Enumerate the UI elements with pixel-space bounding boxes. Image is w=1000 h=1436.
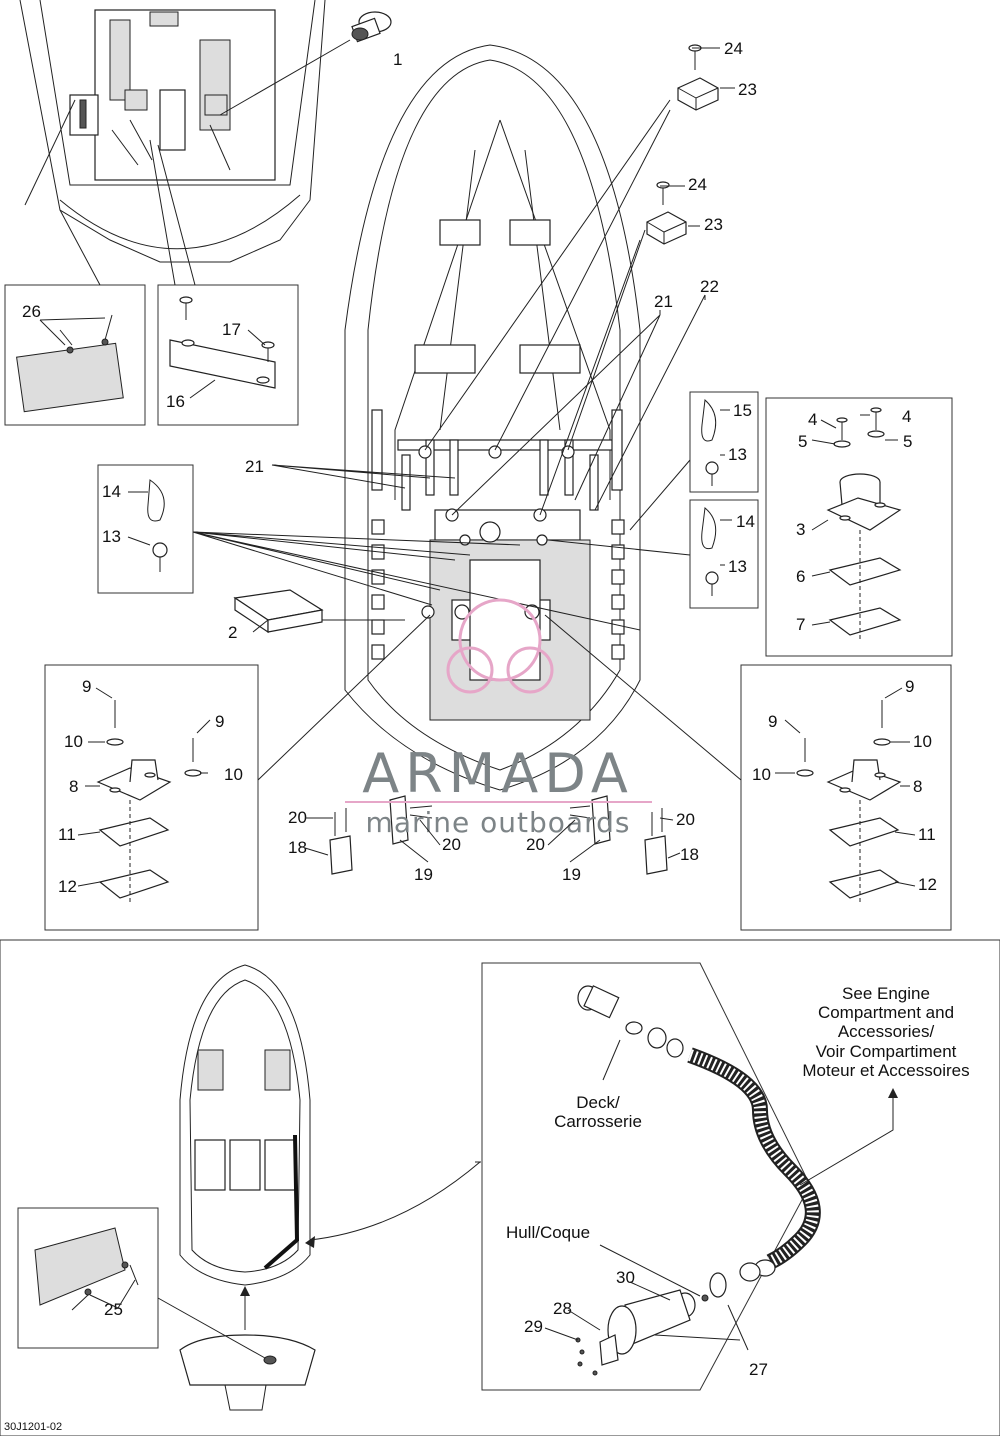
label-7: 7 — [796, 615, 805, 634]
vent-hose-lower — [575, 1272, 727, 1376]
part-2-foam — [233, 589, 405, 634]
label-19b: 19 — [562, 865, 581, 884]
label-9b: 9 — [215, 712, 224, 731]
box-mount-8-12-left — [44, 614, 431, 931]
label-22: 22 — [700, 277, 719, 296]
label-13a: 13 — [102, 527, 121, 546]
figure-code: 30J1201-02 — [4, 1421, 62, 1433]
box-26 — [4, 99, 146, 426]
label-2: 2 — [228, 623, 237, 642]
label-5a: 5 — [798, 432, 807, 451]
label-24b: 24 — [688, 175, 707, 194]
hull-rear-view — [19, 0, 326, 263]
label-19a: 19 — [414, 865, 433, 884]
parts-18-20 — [329, 795, 668, 875]
label-20c: 20 — [526, 835, 545, 854]
note-see-engine-1: See Engine — [842, 984, 930, 1003]
watermark-tagline: marine outboards — [366, 806, 631, 839]
label-3: 3 — [796, 520, 805, 539]
label-10a: 10 — [64, 732, 83, 751]
note-hull: Hull/Coque — [506, 1223, 590, 1242]
label-12a: 12 — [58, 877, 77, 896]
box-16-17 — [149, 139, 299, 426]
label-20d: 20 — [676, 810, 695, 829]
vent-hose-upper — [577, 985, 684, 1058]
note-see-engine-4: Voir Compartiment — [816, 1042, 957, 1061]
watermark-logo-mark — [446, 598, 554, 694]
label-26: 26 — [22, 302, 41, 321]
label-9c: 9 — [905, 677, 914, 696]
watermark-brand: ARMADA — [362, 742, 634, 805]
label-10c: 10 — [913, 732, 932, 751]
label-10b: 10 — [224, 765, 243, 784]
label-23b: 23 — [704, 215, 723, 234]
box-mount-3-7 — [765, 397, 953, 657]
notes: Deck/ Carrosserie Hull/Coque See Engine … — [506, 984, 970, 1242]
leader-lines-top — [271, 99, 706, 516]
label-20a: 20 — [288, 808, 307, 827]
box-14-13-left — [97, 464, 641, 631]
part-1-plug — [219, 11, 392, 116]
bottom-section-frame — [0, 939, 1000, 1436]
note-carrosserie: Carrosserie — [554, 1112, 642, 1131]
label-15: 15 — [733, 401, 752, 420]
box-14-13-right — [547, 499, 759, 609]
label-14a: 14 — [102, 482, 121, 501]
watermark: ARMADA marine outboards — [345, 598, 652, 839]
label-23a: 23 — [738, 80, 757, 99]
label-25: 25 — [104, 1300, 123, 1319]
pwc-rear-view — [179, 1334, 316, 1411]
label-18b: 18 — [680, 845, 699, 864]
label-16: 16 — [166, 392, 185, 411]
hull-pads-21 — [401, 439, 599, 620]
label-21b: 21 — [654, 292, 673, 311]
part-23-24-upper — [677, 44, 719, 111]
label-9d: 9 — [768, 712, 777, 731]
label-30: 30 — [616, 1268, 635, 1287]
note-see-engine-5: Moteur et Accessoires — [802, 1061, 969, 1080]
label-12b: 12 — [918, 875, 937, 894]
label-20b: 20 — [442, 835, 461, 854]
label-8a: 8 — [69, 777, 78, 796]
label-4b: 4 — [902, 407, 911, 426]
label-17: 17 — [222, 320, 241, 339]
note-see-engine-2: Compartment and — [818, 1003, 954, 1022]
label-leaders — [39, 47, 916, 1341]
hull-top-view — [344, 44, 641, 791]
label-27: 27 — [749, 1360, 768, 1379]
label-5b: 5 — [903, 432, 912, 451]
label-13c: 13 — [728, 557, 747, 576]
label-14b: 14 — [736, 512, 755, 531]
label-24a: 24 — [724, 39, 743, 58]
part-labels: 1 2 3 4 4 5 5 6 7 8 8 9 9 9 9 10 10 10 1… — [22, 39, 937, 1379]
vent-hose-box — [475, 962, 898, 1391]
label-8b: 8 — [913, 777, 922, 796]
box-15-13 — [629, 391, 759, 531]
label-18a: 18 — [288, 838, 307, 857]
label-10d: 10 — [752, 765, 771, 784]
label-1: 1 — [393, 50, 402, 69]
label-11b: 11 — [918, 825, 936, 844]
label-13b: 13 — [728, 445, 747, 464]
label-29: 29 — [524, 1317, 543, 1336]
label-21a: 21 — [245, 457, 264, 476]
note-see-engine-3: Accessories/ — [838, 1022, 935, 1041]
label-4a: 4 — [808, 410, 817, 429]
part-23-24-lower — [646, 181, 687, 245]
note-deck: Deck/ — [576, 1093, 620, 1112]
pwc-top-view — [179, 964, 481, 1330]
label-6: 6 — [796, 567, 805, 586]
label-11a: 11 — [58, 825, 76, 844]
box-25 — [17, 1207, 266, 1359]
label-9a: 9 — [82, 677, 91, 696]
label-28: 28 — [553, 1299, 572, 1318]
